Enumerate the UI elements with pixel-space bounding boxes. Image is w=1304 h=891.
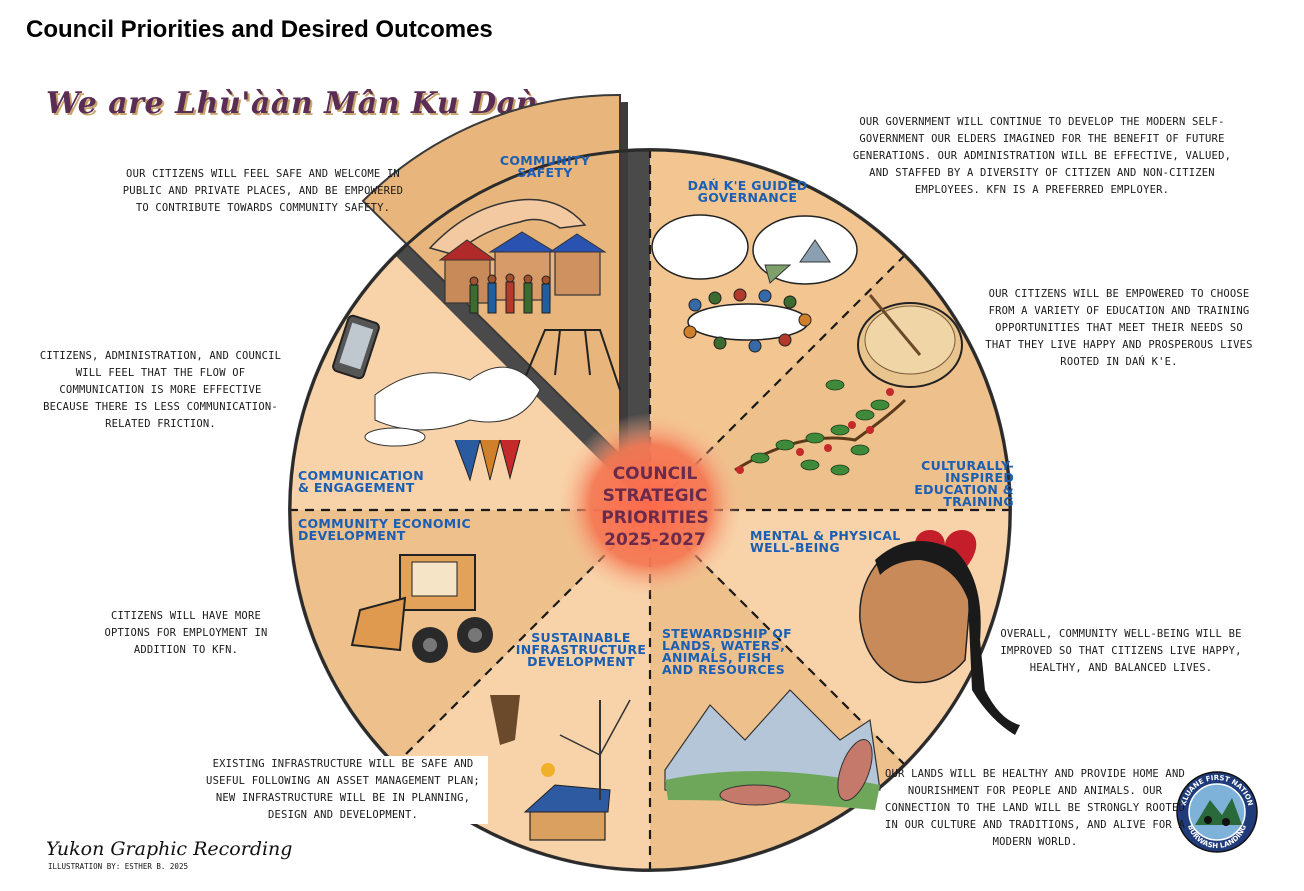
drum-icon	[857, 294, 963, 388]
dancers-icon	[364, 366, 541, 482]
label-wellbeing: MENTAL & PHYSICAL WELL-BEING	[750, 528, 901, 555]
illustrator-credit: ILLUSTRATION BY: ESTHER B. 2025	[48, 862, 188, 871]
berry-branch-icon	[734, 379, 907, 476]
outcome-education: OUR CITIZENS WILL BE EMPOWERED TO CHOOSE…	[985, 288, 1253, 368]
outcome-wellbeing: OVERALL, COMMUNITY WELL-BEING WILL BE IM…	[1000, 628, 1242, 674]
hand-roof-icon	[428, 198, 607, 304]
label-economic: COMMUNITY ECONOMIC DEVELOPMENT	[298, 516, 471, 543]
outcome-stewardship: OUR LANDS WILL BE HEALTHY AND PROVIDE HO…	[885, 768, 1185, 848]
phone-icon	[332, 314, 380, 380]
center-glow	[558, 413, 742, 597]
outcome-economic: CITIZENS WILL HAVE MORE OPTIONS FOR EMPL…	[104, 610, 268, 656]
people-meeting-icon	[651, 214, 858, 353]
label-governance: DAŃ K'E GUIDED GOVERNANCE	[687, 178, 808, 205]
studio-credit: Yukon Graphic Recording	[46, 838, 293, 860]
outcome-communication: CITIZENS, ADMINISTRATION, AND COUNCIL WI…	[39, 350, 282, 430]
people-figures	[469, 273, 551, 314]
page-title: Council Priorities and Desired Outcomes	[26, 16, 493, 43]
label-stewardship: STEWARDSHIP OF LANDS, WATERS, ANIMALS, F…	[662, 626, 792, 677]
label-education: CULTURALLY-INSPIRED EDUCATION & TRAINING	[914, 458, 1014, 509]
center-line-1: COUNCIL	[612, 464, 698, 484]
center-line-3: PRIORITIES	[601, 508, 709, 528]
label-infrastructure: SUSTAINABLE INFRASTRUCTURE DEVELOPMENT	[515, 630, 647, 669]
outcome-community-safety: OUR CITIZENS WILL FEEL SAFE AND WELCOME …	[122, 168, 404, 214]
solar-house-icon	[490, 695, 631, 841]
bulldozer-icon	[350, 554, 493, 663]
outcome-governance: OUR GOVERNMENT WILL CONTINUE TO DEVELOP …	[852, 116, 1232, 196]
label-communication: COMMUNICATION & ENGAGEMENT	[298, 468, 424, 495]
mountain-salmon-icon	[664, 689, 881, 810]
outcome-infrastructure: EXISTING INFRASTRUCTURE WILL BE SAFE AND…	[198, 756, 488, 824]
banner-title: We are Lhù'ààn Mân Ku Daǹ	[46, 86, 539, 121]
woman-portrait-icon	[859, 541, 1020, 735]
center-line-2: STRATEGIC	[602, 486, 708, 506]
center-title: COUNCIL STRATEGIC PRIORITIES 2025-2027	[570, 463, 740, 551]
label-community-safety: COMMUNITY SAFETY	[499, 153, 591, 180]
center-line-4: 2025-2027	[604, 530, 706, 550]
swing-set-icon	[519, 329, 621, 391]
